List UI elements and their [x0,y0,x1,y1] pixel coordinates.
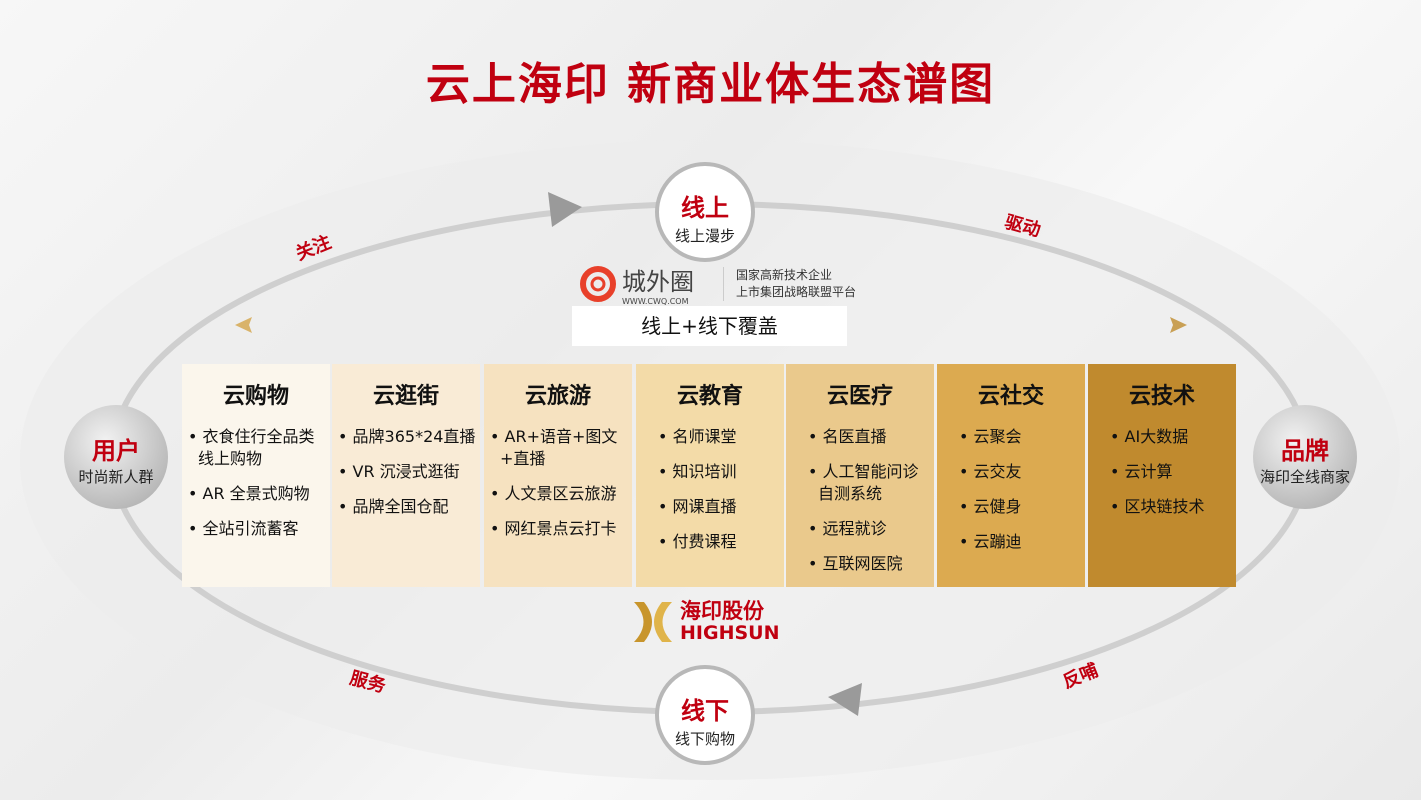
online-node: 线上 线上漫步 [655,162,755,262]
page-title: 云上海印 新商业体生态谱图 [425,59,996,110]
category-item: 名医直播 [806,426,934,448]
arrow-right-icon [548,192,582,227]
cwq-line2: 上市集团战略联盟平台 [736,285,857,299]
category-item: 云交友 [957,461,1085,483]
category-item: 人工智能问诊自测系统 [806,461,934,505]
category-item: 全站引流蓄客 [186,518,330,540]
category-item: 人文景区云旅游 [488,483,632,505]
category-0: 云购物衣食住行全品类线上购物 AR 全景式购物全站引流蓄客 [182,364,330,587]
online-title: 线上 [681,194,729,222]
category-2: 云旅游 AR+语音+图文+直播人文景区云旅游网红景点云打卡 [484,364,632,587]
highsun-en: HIGHSUN [680,622,780,644]
offline-node: 线下 线下购物 [655,665,755,765]
offline-subtitle: 线下购物 [674,730,735,748]
category-title: 云社交 [977,384,1044,409]
category-1: 云逛街品牌365*24直播 VR 沉浸式逛街品牌全国仓配 [332,364,480,587]
highsun-logo-icon [634,602,672,642]
offline-title: 线下 [681,697,729,725]
cwq-name: 城外圈 [622,268,694,296]
online-subtitle: 线上漫步 [674,227,735,245]
category-title: 云逛街 [372,384,439,409]
category-3: 云教育名师课堂知识培训网课直播付费课程 [636,364,784,587]
category-item: 付费课程 [656,531,784,553]
category-item: 互联网医院 [806,553,934,575]
category-item: 网红景点云打卡 [488,518,632,540]
user-subtitle: 时尚新人群 [78,468,154,486]
category-title: 云购物 [222,384,289,409]
brand-node: 品牌 海印全线商家 [1253,405,1357,509]
category-item: 知识培训 [656,461,784,483]
cwq-logo: 城外圈 WWW.CWQ.COM 国家高新技术企业上市集团战略联盟平台 [578,262,856,306]
category-item: 衣食住行全品类线上购物 [186,426,330,470]
category-6: 云技术 AI大数据云计算区块链技术 [1088,364,1236,587]
category-4: 云医疗名医直播人工智能问诊自测系统远程就诊互联网医院 [786,364,934,587]
coverage-arrow-right-icon [1170,317,1187,333]
cwq-logo-icon [580,266,616,302]
cwq-line1: 国家高新技术企业 [736,268,833,282]
category-item: 云聚会 [957,426,1085,448]
cwq-url: WWW.CWQ.COM [622,297,689,306]
coverage-label: 线上+线下覆盖 [572,306,847,346]
category-item: 品牌全国仓配 [336,496,480,518]
category-item: 名师课堂 [656,426,784,448]
category-5: 云社交云聚会云交友云健身云蹦迪 [937,364,1085,587]
category-item: 品牌365*24直播 [336,426,480,448]
category-item: AR+语音+图文+直播 [488,426,632,470]
arrow-left-icon [828,683,862,716]
category-item: 远程就诊 [806,518,934,540]
highsun-cn: 海印股份 [680,599,764,623]
category-item: 云健身 [957,496,1085,518]
category-item: AR 全景式购物 [186,483,330,505]
user-title: 用户 [92,437,140,465]
category-title: 云技术 [1128,384,1195,409]
user-node: 用户 时尚新人群 [64,405,168,509]
coverage-arrow-left-icon [235,317,252,333]
category-item: 区块链技术 [1108,496,1236,518]
category-item: 网课直播 [656,496,784,518]
category-title: 云旅游 [524,384,591,409]
category-title: 云医疗 [826,384,893,409]
category-item: 云计算 [1108,461,1236,483]
category-item: VR 沉浸式逛街 [336,461,480,483]
category-item: 云蹦迪 [957,531,1085,553]
category-title: 云教育 [676,384,743,409]
category-item: AI大数据 [1108,426,1236,448]
brand-subtitle: 海印全线商家 [1259,468,1350,486]
brand-title: 品牌 [1281,437,1329,465]
